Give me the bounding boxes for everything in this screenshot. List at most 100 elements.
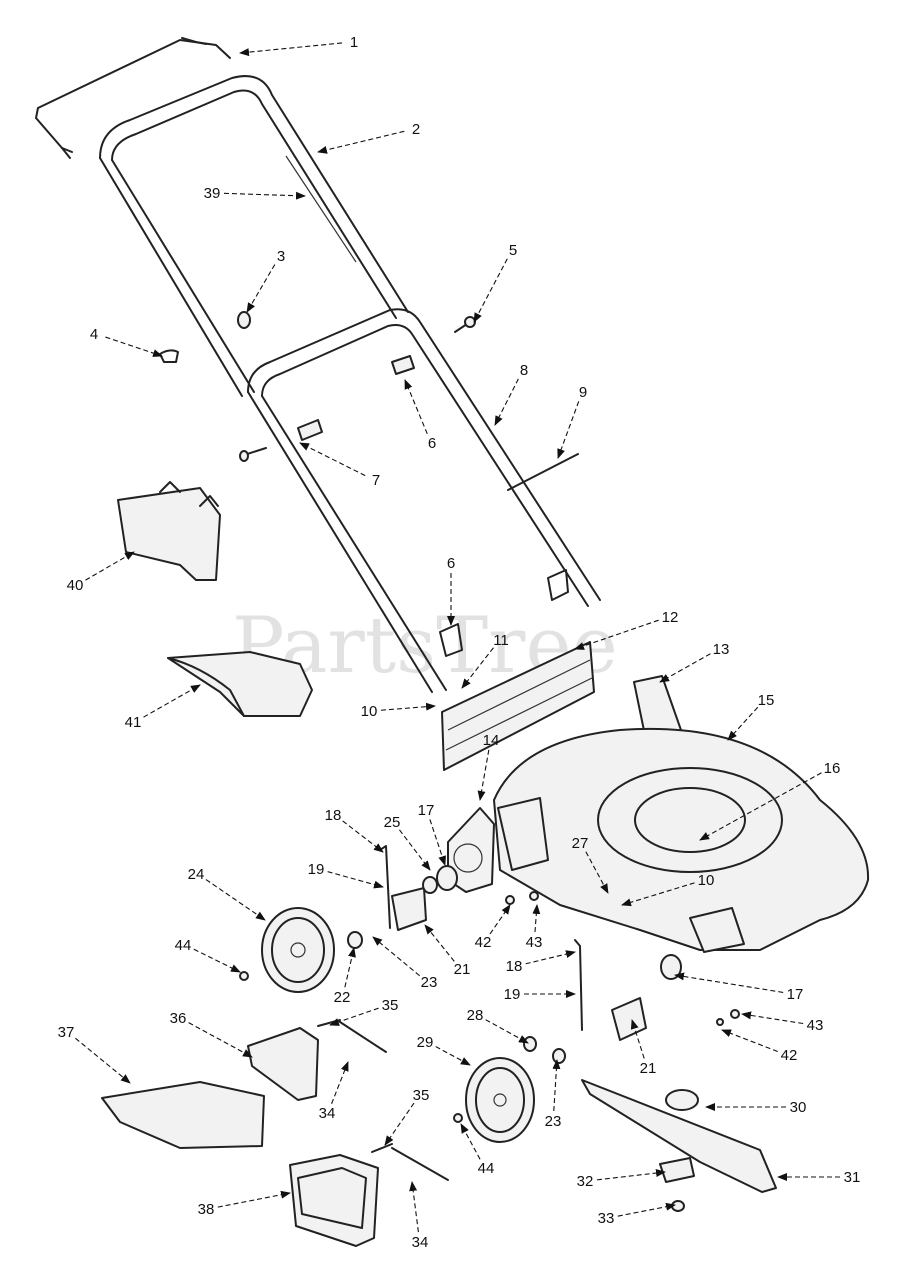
callout-label: 35	[413, 1087, 430, 1104]
callout-10: 10	[361, 702, 436, 720]
callout-label: 10	[698, 872, 715, 889]
part-deck	[493, 727, 870, 953]
callout-23: 23	[372, 936, 437, 991]
part-cable	[285, 155, 357, 263]
callout-leader	[205, 879, 266, 921]
callout-35: 35	[384, 1087, 430, 1146]
callout-leader	[105, 336, 163, 357]
callout-13: 13	[659, 641, 730, 683]
callout-leader	[85, 551, 135, 581]
callout-41: 41	[125, 684, 201, 731]
callout-18: 18	[325, 807, 384, 853]
callout-label: 41	[125, 714, 142, 731]
callout-leader	[557, 401, 580, 459]
callout-37: 37	[58, 1024, 131, 1084]
callout-leader	[327, 871, 384, 889]
callout-leader	[75, 1037, 131, 1084]
callout-16: 16	[699, 760, 840, 841]
callout-leader	[342, 820, 384, 853]
callout-label: 43	[526, 934, 543, 951]
callout-40: 40	[67, 551, 135, 594]
callout-leader	[699, 772, 822, 841]
callout-18: 18	[506, 950, 576, 975]
callout-leader	[409, 1181, 419, 1233]
part-upper-handle	[99, 75, 409, 397]
callout-label: 23	[545, 1113, 562, 1130]
callout-15: 15	[727, 692, 775, 741]
callout-label: 17	[418, 802, 435, 819]
callout-leader	[329, 1007, 379, 1026]
callout-label: 6	[447, 555, 455, 572]
callout-33: 33	[598, 1202, 676, 1227]
callout-label: 14	[483, 732, 500, 749]
callout-label: 2	[412, 121, 420, 138]
part-nut-44b	[453, 1113, 463, 1123]
callout-label: 4	[90, 326, 98, 343]
callout-44: 44	[460, 1123, 494, 1177]
callout-leader	[727, 706, 759, 741]
callout-leader	[741, 1011, 804, 1025]
callout-leader	[193, 948, 241, 973]
callout-leader	[399, 829, 431, 871]
callout-leader	[659, 653, 711, 683]
callout-leader	[674, 972, 784, 993]
callout-label: 43	[807, 1017, 824, 1034]
part-rear-guard-37	[101, 1081, 265, 1149]
callout-label: 28	[467, 1007, 484, 1024]
callout-7: 7	[299, 442, 380, 489]
callout-label: 29	[417, 1034, 434, 1051]
callout-label: 37	[58, 1024, 75, 1041]
callout-label: 35	[382, 997, 399, 1014]
callout-11: 11	[461, 632, 509, 689]
callout-38: 38	[198, 1190, 291, 1218]
callout-leader	[429, 819, 446, 866]
callout-label: 18	[325, 807, 342, 824]
callout-leader	[617, 1202, 676, 1217]
callout-17: 17	[418, 802, 446, 866]
callout-label: 18	[506, 958, 523, 975]
callout-34: 34	[319, 1061, 349, 1122]
callout-35: 35	[329, 997, 399, 1026]
callout-label: 15	[758, 692, 775, 709]
callout-label: 42	[475, 934, 492, 951]
callout-43: 43	[741, 1011, 824, 1034]
callout-42: 42	[475, 904, 511, 951]
callout-leader	[384, 1102, 415, 1146]
callout-leader	[143, 684, 201, 718]
callout-label: 25	[384, 814, 401, 831]
callout-leader	[331, 1061, 349, 1104]
callout-12: 12	[574, 609, 678, 650]
part-side-discharge	[167, 651, 313, 717]
callout-43: 43	[526, 904, 543, 951]
callout-leader	[477, 749, 490, 801]
callout-6: 6	[404, 379, 436, 452]
callout-22: 22	[334, 947, 356, 1006]
callout-leader	[532, 904, 541, 933]
callout-label: 44	[175, 937, 192, 954]
callout-leader	[552, 1059, 561, 1112]
callout-19: 19	[504, 986, 576, 1003]
callout-leader	[380, 702, 436, 711]
callout-14: 14	[477, 732, 500, 801]
callout-label: 1	[350, 34, 358, 51]
callout-label: 22	[334, 989, 351, 1006]
part-right-wheel-bracket	[505, 891, 740, 1064]
callout-label: 38	[198, 1201, 215, 1218]
callout-23: 23	[545, 1059, 562, 1130]
callout-8: 8	[494, 362, 528, 426]
callout-leader	[460, 1123, 481, 1160]
callout-label: 33	[598, 1210, 615, 1227]
callout-9: 9	[557, 384, 587, 459]
callout-leader	[223, 191, 306, 200]
callout-leader	[461, 647, 494, 689]
callout-leader	[473, 258, 508, 323]
callout-label: 10	[361, 703, 378, 720]
callout-3: 3	[246, 248, 285, 313]
callout-5: 5	[473, 242, 517, 323]
callout-label: 13	[713, 641, 730, 658]
callout-leader	[424, 924, 455, 962]
callout-leader	[525, 950, 576, 965]
callout-label: 11	[493, 632, 509, 649]
part-nut-44a	[239, 971, 249, 981]
